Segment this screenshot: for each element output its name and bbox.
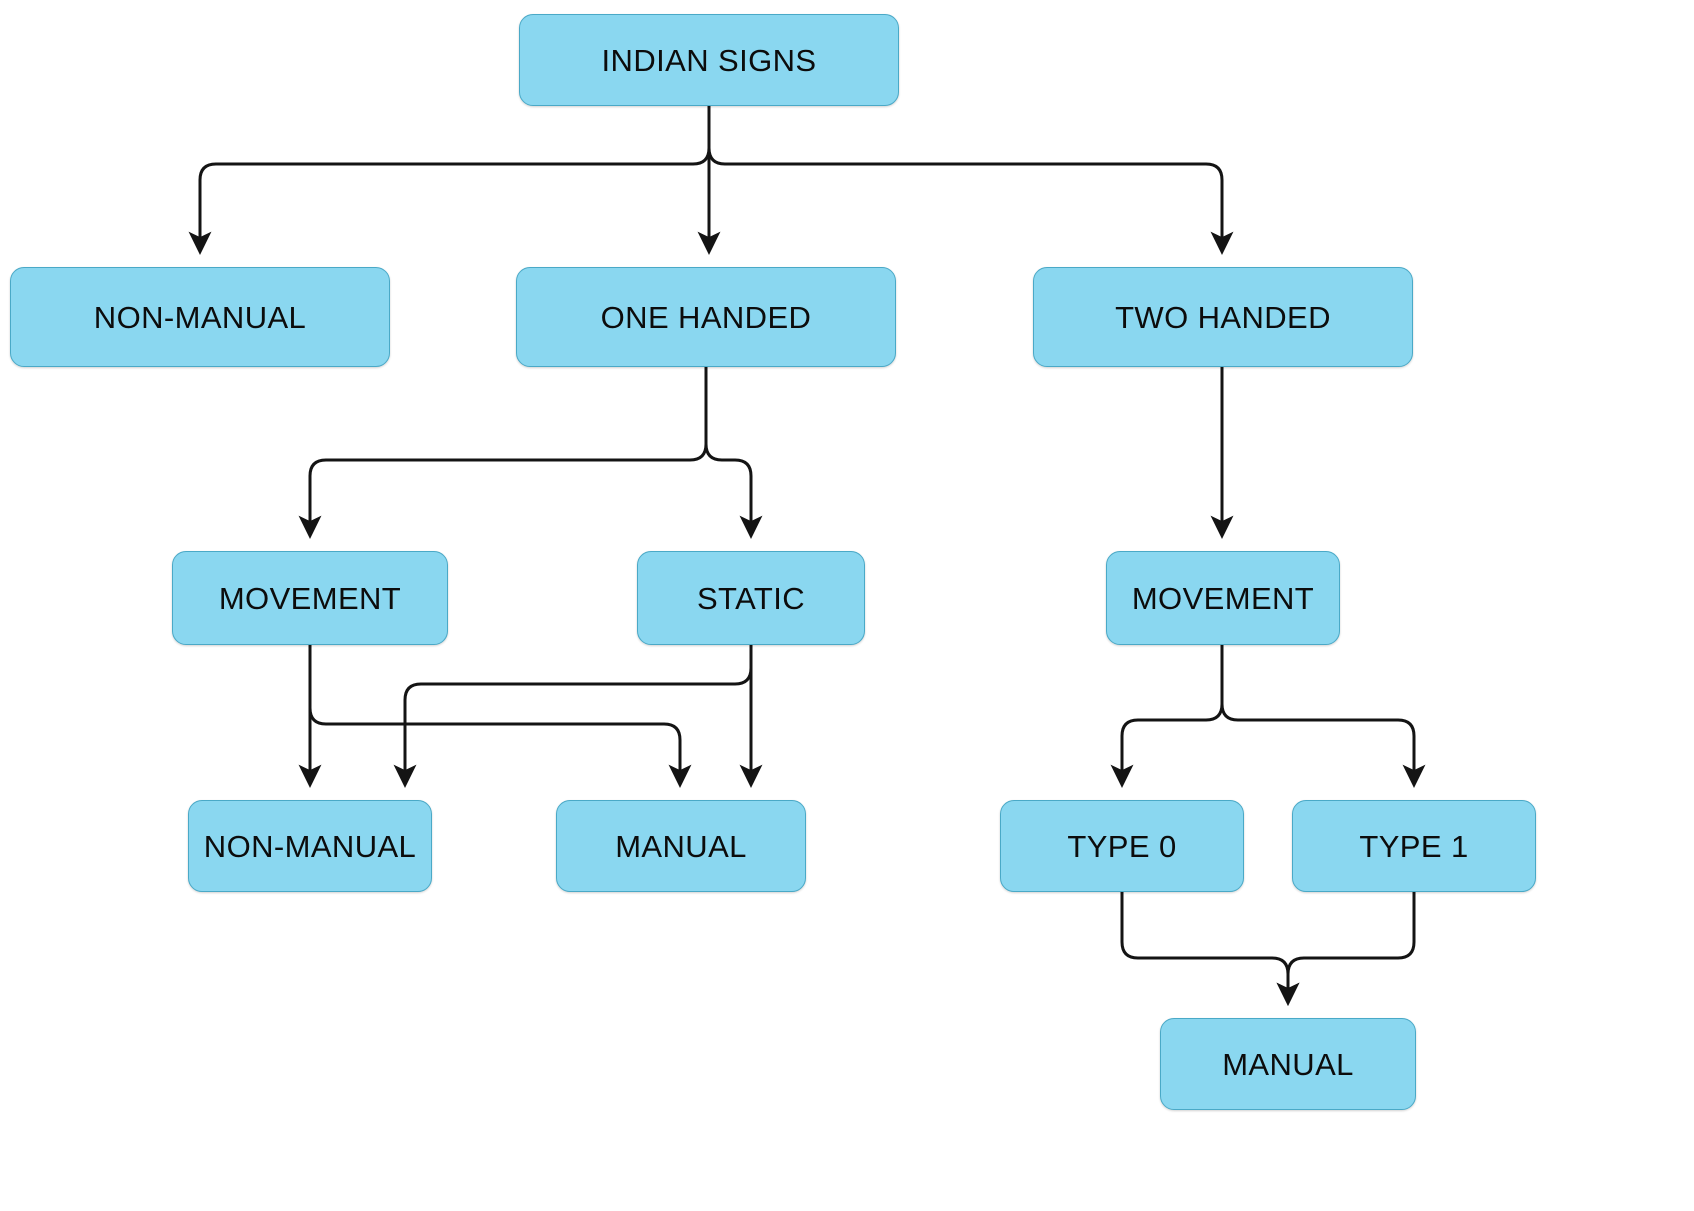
node-manual-left-leaf[interactable]: MANUAL [556, 800, 806, 892]
edge-type-1-to-manual-right-leaf [1276, 892, 1416, 1006]
node-label-movement-one-handed: MOVEMENT [218, 580, 402, 616]
edge-indian-signs-to-non-manual-top [188, 106, 711, 255]
edge-type-0-to-manual-right-leaf [1120, 892, 1300, 1006]
node-type-0[interactable]: TYPE 0 [1000, 800, 1244, 892]
node-non-manual-leaf[interactable]: NON-MANUAL [188, 800, 432, 892]
node-label-two-handed: TWO HANDED [1115, 299, 1331, 335]
node-one-handed[interactable]: ONE HANDED [516, 267, 896, 367]
node-label-one-handed: ONE HANDED [600, 299, 812, 335]
node-label-manual-right-leaf: MANUAL [1222, 1046, 1354, 1082]
node-label-non-manual-top: NON-MANUAL [93, 299, 307, 335]
node-non-manual-top[interactable]: NON-MANUAL [10, 267, 390, 367]
node-label-indian-signs: INDIAN SIGNS [601, 42, 817, 78]
edge-movement-two-to-type-1 [1220, 645, 1426, 788]
node-indian-signs[interactable]: INDIAN SIGNS [519, 14, 899, 106]
node-label-type-0: TYPE 0 [1067, 828, 1177, 864]
node-label-manual-left-leaf: MANUAL [615, 828, 747, 864]
node-label-type-1: TYPE 1 [1359, 828, 1469, 864]
node-label-static: STATIC [696, 580, 806, 616]
edge-movement-one-to-manual-left-leaf [308, 645, 692, 788]
node-label-non-manual-leaf: NON-MANUAL [203, 828, 417, 864]
edge-indian-signs-to-two-handed [707, 106, 1234, 255]
edge-one-handed-to-movement-one [298, 367, 708, 539]
node-two-handed[interactable]: TWO HANDED [1033, 267, 1413, 367]
node-manual-right-leaf[interactable]: MANUAL [1160, 1018, 1416, 1110]
node-movement-two-handed[interactable]: MOVEMENT [1106, 551, 1340, 645]
edge-one-handed-to-static [704, 367, 763, 539]
edge-movement-two-to-type-0 [1110, 645, 1224, 788]
node-label-movement-two-handed: MOVEMENT [1131, 580, 1315, 616]
node-static[interactable]: STATIC [637, 551, 865, 645]
node-type-1[interactable]: TYPE 1 [1292, 800, 1536, 892]
edge-static-to-non-manual-leaf [393, 645, 753, 788]
node-movement-one-handed[interactable]: MOVEMENT [172, 551, 448, 645]
